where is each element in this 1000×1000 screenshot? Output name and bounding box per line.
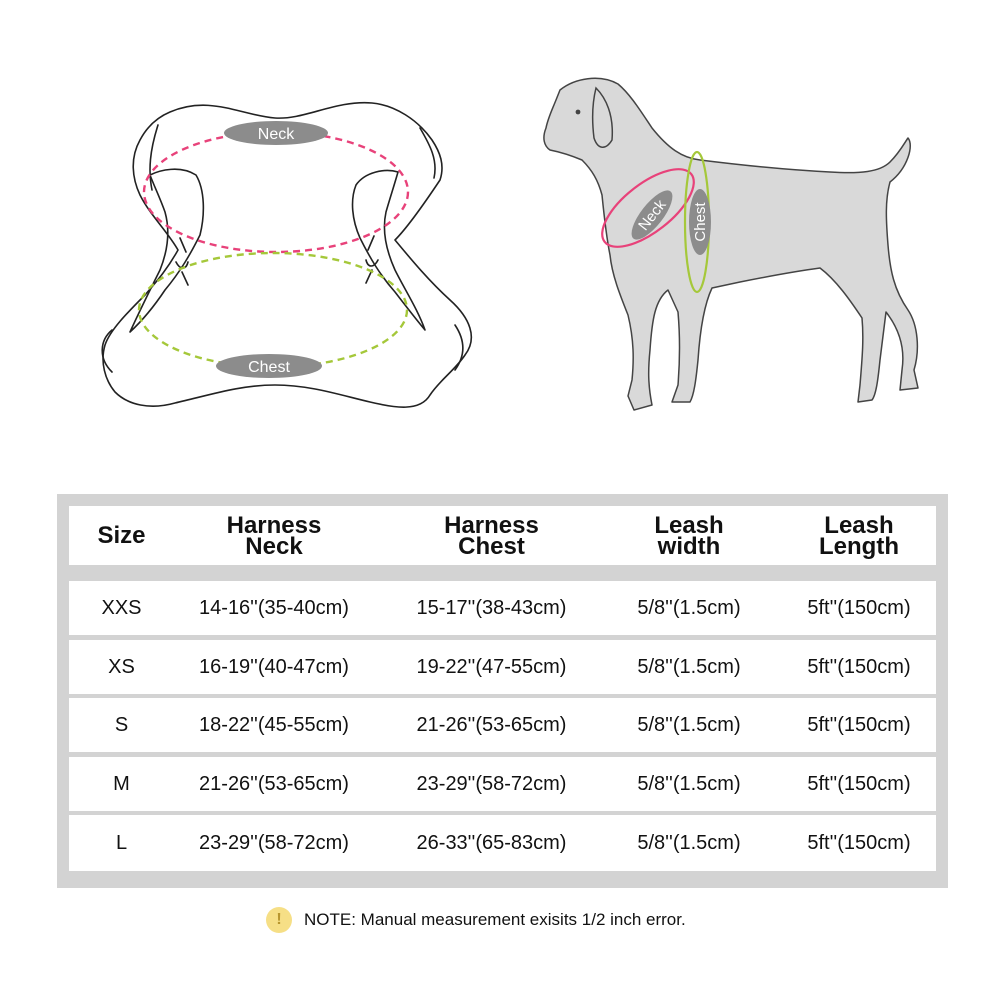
cell-harness-chest: 23-29''(58-72cm) (416, 772, 567, 795)
cell-harness-neck: 21-26''(53-65cm) (199, 772, 349, 795)
dog-silhouette (543, 77, 919, 411)
cell-size: XS (108, 655, 135, 678)
harness-neck-pill (224, 121, 328, 145)
cell-leash-width: 5/8''(1.5cm) (637, 713, 741, 736)
cell-harness-neck: 16-19''(40-47cm) (199, 655, 349, 678)
note-text: NOTE: Manual measurement exisits 1/2 inc… (304, 910, 686, 929)
exclamation-icon: ! (266, 907, 292, 933)
cell-harness-chest: 15-17''(38-43cm) (416, 596, 567, 619)
cell-leash-width: 5/8''(1.5cm) (637, 596, 741, 619)
cell-size: L (115, 831, 128, 854)
cell-size: S (114, 713, 129, 736)
measurement-illustrations: Neck Chest Neck Chest (101, 77, 919, 411)
measurement-note: ! NOTE: Manual measurement exisits 1/2 i… (266, 906, 686, 934)
cell-leash-length: 5ft''(150cm) (807, 655, 911, 678)
dog-neck-loop (601, 168, 695, 248)
harness-chest-pill (216, 354, 322, 378)
harness-chest-loop (137, 251, 409, 369)
cell-leash-length: 5ft''(150cm) (807, 831, 911, 854)
cell-leash-width: 5/8''(1.5cm) (637, 772, 741, 795)
header-size: Size (97, 522, 146, 549)
table-row: S 18-22''(45-55cm) 21-26''(53-65cm) 5/8'… (69, 698, 936, 752)
harness-neck-loop (142, 130, 410, 254)
cell-leash-width: 5/8''(1.5cm) (637, 831, 741, 854)
cell-harness-chest: 26-33''(65-83cm) (416, 831, 567, 854)
cell-size: M (113, 772, 130, 795)
harness-outline (102, 101, 473, 408)
dog-eye (575, 109, 581, 115)
harness-right-strap (419, 127, 464, 371)
dog-neck-pill (631, 190, 673, 240)
cell-leash-length: 5ft''(150cm) (807, 596, 911, 619)
cell-harness-neck: 14-16''(35-40cm) (199, 596, 349, 619)
cell-leash-width: 5/8''(1.5cm) (637, 655, 741, 678)
dog-diagram (543, 77, 919, 411)
harness-left-strap (101, 124, 159, 373)
table-row: XXS 14-16''(35-40cm) 15-17''(38-43cm) 5/… (69, 581, 936, 635)
cell-harness-chest: 19-22''(47-55cm) (416, 655, 567, 678)
cell-leash-length: 5ft''(150cm) (807, 772, 911, 795)
cell-harness-neck: 23-29''(58-72cm) (199, 831, 349, 854)
harness-left-opening (129, 168, 205, 333)
table-row: M 21-26''(53-65cm) 23-29''(58-72cm) 5/8'… (69, 757, 936, 811)
cell-harness-neck: 18-22''(45-55cm) (199, 713, 349, 736)
dog-chest-pill (689, 189, 711, 255)
table-row: XS 16-19''(40-47cm) 19-22''(47-55cm) 5/8… (69, 640, 936, 694)
dog-chest-label: Chest (692, 202, 709, 242)
cell-harness-chest: 21-26''(53-65cm) (416, 713, 567, 736)
cell-leash-length: 5ft''(150cm) (807, 713, 911, 736)
harness-diagram (101, 101, 473, 408)
table-row: L 23-29''(58-72cm) 26-33''(65-83cm) 5/8'… (69, 815, 936, 871)
dog-ear (591, 86, 614, 148)
harness-chest-label: Chest (248, 359, 290, 376)
harness-right-opening (351, 169, 426, 331)
cell-size: XXS (101, 596, 142, 619)
harness-neck-label: Neck (258, 126, 295, 143)
